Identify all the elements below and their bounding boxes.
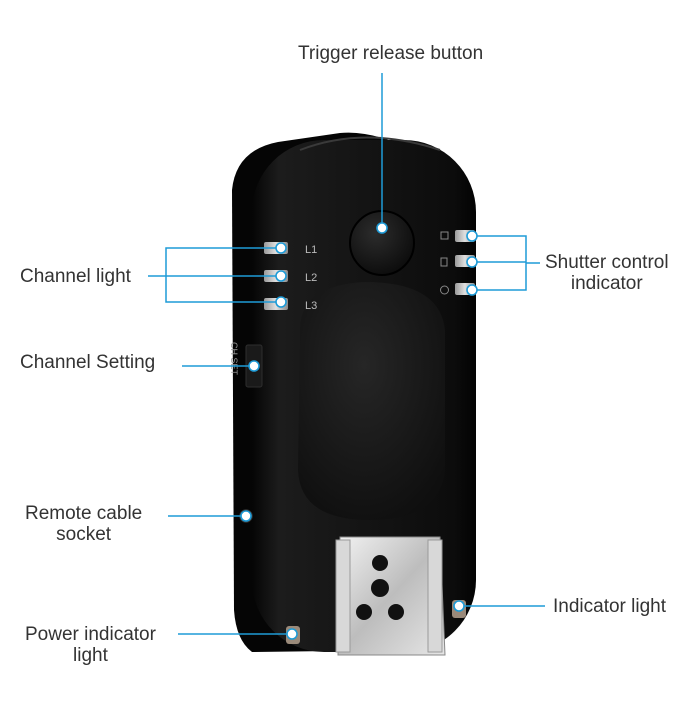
channel-mark-l1: L1 bbox=[305, 244, 317, 256]
hot-shoe-rail-left bbox=[335, 539, 351, 653]
label-remote-cable-socket: Remote cable socket bbox=[25, 503, 142, 545]
dot-remote-socket bbox=[240, 510, 252, 522]
label-trigger-release-button: Trigger release button bbox=[298, 43, 484, 64]
dot-l1 bbox=[275, 242, 287, 254]
hot-shoe-contact-3 bbox=[356, 604, 372, 620]
callout-lines bbox=[148, 73, 545, 635]
dot-indicator bbox=[453, 600, 465, 612]
callout-shutter bbox=[472, 235, 527, 291]
label-remote-line-1: Remote cable bbox=[25, 503, 143, 524]
label-indicator-light: Indicator light bbox=[553, 596, 667, 617]
timer-icon bbox=[440, 285, 449, 295]
dot-l3 bbox=[275, 296, 287, 308]
callout-channel-light bbox=[165, 247, 281, 303]
hot-shoe-contact-1 bbox=[372, 555, 388, 571]
label-shutter-line-1: Shutter control bbox=[545, 252, 669, 273]
dot-l2 bbox=[275, 270, 287, 282]
label-channel-setting: Channel Setting bbox=[20, 352, 156, 373]
switch-mark: CH SET bbox=[229, 342, 239, 376]
dot-trigger bbox=[376, 222, 388, 234]
callout-dots bbox=[240, 222, 478, 640]
dot-shutter-2 bbox=[466, 256, 478, 268]
label-shutter-control-indicator: Shutter control indicator bbox=[545, 252, 669, 294]
label-remote-line-2: socket bbox=[56, 524, 112, 545]
hot-shoe-contact-2 bbox=[371, 579, 389, 597]
dot-shutter-1 bbox=[466, 230, 478, 242]
channel-mark-l3: L3 bbox=[305, 300, 317, 312]
dot-channel-setting bbox=[248, 360, 260, 372]
label-channel-light: Channel light bbox=[20, 266, 131, 287]
label-power-line-1: Power indicator bbox=[25, 624, 156, 645]
device-top-edge bbox=[299, 136, 441, 151]
continuous-shot-icon bbox=[440, 257, 448, 267]
hot-shoe-rail-right bbox=[427, 539, 443, 653]
hot-shoe-contact-4 bbox=[388, 604, 404, 620]
dot-shutter-3 bbox=[466, 284, 478, 296]
label-power-line-2: light bbox=[73, 645, 108, 666]
label-power-indicator-light: Power indicator light bbox=[25, 624, 156, 666]
dot-power bbox=[286, 628, 298, 640]
label-shutter-line-2: indicator bbox=[570, 273, 643, 294]
device-grip-bump bbox=[298, 282, 445, 520]
channel-mark-l2: L2 bbox=[305, 272, 317, 284]
single-shot-icon bbox=[440, 231, 449, 240]
